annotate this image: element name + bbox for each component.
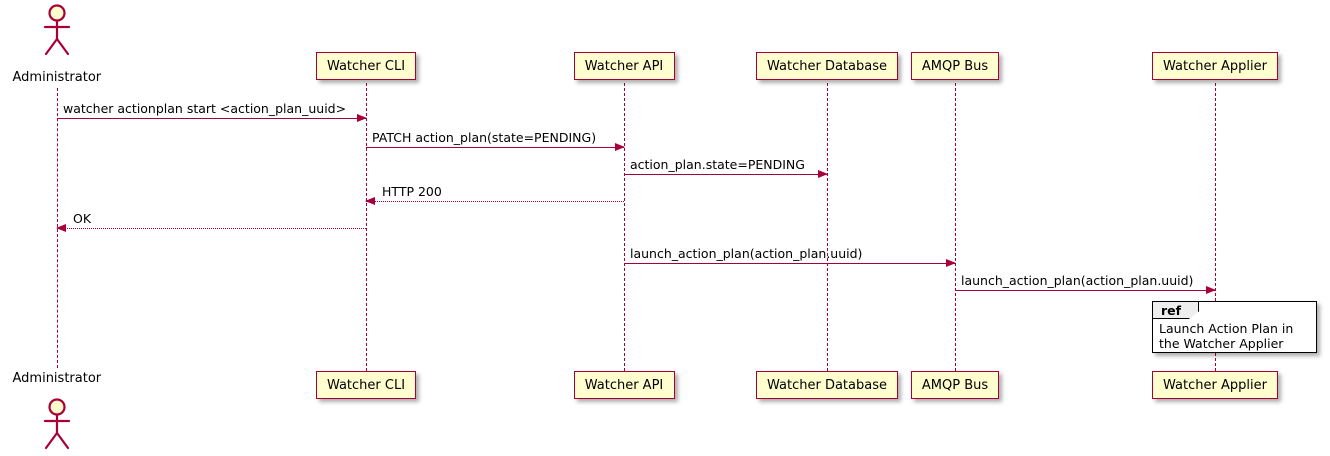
lifeline-amqp-bus <box>955 83 956 371</box>
arrowhead-icon <box>365 196 375 205</box>
arrowhead-icon <box>946 258 956 267</box>
participant-box-amqp-bus-bottom[interactable]: AMQP Bus <box>911 371 999 399</box>
message-line <box>57 118 366 119</box>
message-label: watcher actionplan start <action_plan_uu… <box>63 100 347 116</box>
message-label: launch_action_plan(action_plan.uuid) <box>961 272 1194 288</box>
participant-box-watcher-cli-bottom[interactable]: Watcher CLI <box>316 371 416 399</box>
participant-box-watcher-database-bottom[interactable]: Watcher Database <box>756 371 898 399</box>
message-line <box>624 263 955 264</box>
actor-label-administrator: Administrator <box>12 371 102 386</box>
participant-label: Watcher CLI <box>326 377 406 393</box>
participant-label: Watcher Applier <box>1163 377 1267 393</box>
message-line <box>366 201 624 202</box>
message-line <box>624 174 827 175</box>
message-label: OK <box>73 210 92 226</box>
lifeline-watcher-applier <box>1215 83 1216 371</box>
participant-box-watcher-cli-top[interactable]: Watcher CLI <box>316 52 416 80</box>
message-label: launch_action_plan(action_plan.uuid) <box>630 245 863 261</box>
participant-label: Watcher API <box>584 58 664 74</box>
message-line <box>955 290 1215 291</box>
participant-box-watcher-applier-bottom[interactable]: Watcher Applier <box>1152 371 1278 399</box>
actor-figure-administrator <box>40 398 74 450</box>
participant-label: AMQP Bus <box>921 58 989 74</box>
arrowhead-icon <box>357 113 367 122</box>
lifeline-watcher-cli <box>366 83 367 371</box>
arrowhead-icon <box>615 142 625 151</box>
message-label: PATCH action_plan(state=PENDING) <box>372 129 597 145</box>
actor-label-administrator: Administrator <box>12 70 102 85</box>
message-line <box>57 228 366 229</box>
ref-fragment-text: Launch Action Plan in the Watcher Applie… <box>1159 321 1294 351</box>
actor-figure-administrator <box>40 4 74 56</box>
participant-box-watcher-api-bottom[interactable]: Watcher API <box>573 371 675 399</box>
message-label: action_plan.state=PENDING <box>630 156 805 172</box>
message-line <box>366 147 624 148</box>
ref-fragment-tag: ref <box>1153 302 1199 319</box>
participant-box-amqp-bus-top[interactable]: AMQP Bus <box>911 52 999 80</box>
lifeline-watcher-api <box>624 83 625 371</box>
participant-label: Watcher Database <box>767 58 887 74</box>
arrowhead-icon <box>1206 285 1216 294</box>
participant-label: AMQP Bus <box>921 377 989 393</box>
participant-label: Watcher Applier <box>1163 58 1267 74</box>
participant-box-watcher-database-top[interactable]: Watcher Database <box>756 52 898 80</box>
participant-label: Watcher Database <box>767 377 887 393</box>
participant-label: Watcher CLI <box>326 58 406 74</box>
lifeline-watcher-database <box>827 83 828 371</box>
participant-box-watcher-applier-top[interactable]: Watcher Applier <box>1152 52 1278 80</box>
message-label: HTTP 200 <box>382 183 442 199</box>
participant-box-watcher-api-top[interactable]: Watcher API <box>573 52 675 80</box>
arrowhead-icon <box>818 169 828 178</box>
participant-label: Watcher API <box>584 377 664 393</box>
arrowhead-icon <box>56 223 66 232</box>
